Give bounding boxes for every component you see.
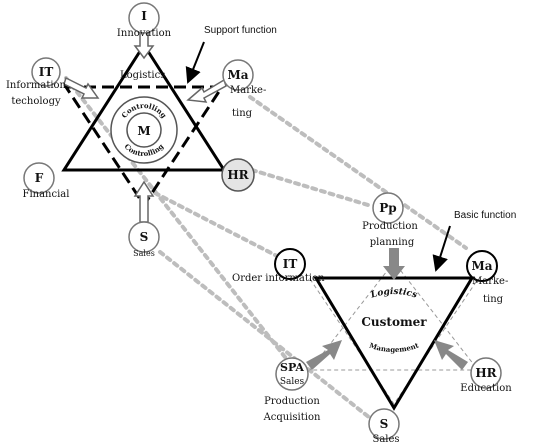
node-financial-code: F — [35, 171, 44, 185]
node-it-left-circle — [31, 57, 61, 87]
arrow-from-spa — [306, 340, 342, 370]
node-marketing-left-label2: ting — [232, 108, 253, 119]
node-production-planning: Pp Production planning — [362, 192, 418, 248]
connector-marketing-to-marketing — [248, 95, 468, 250]
node-marketing-right-label2: ting — [483, 294, 504, 305]
node-sales-left: S Sales — [128, 221, 160, 258]
node-sales-right: S Sales — [368, 408, 400, 445]
right-triangle-group: Logistics Customer Management Pp Product… — [232, 192, 512, 445]
right-solid-triangle — [308, 261, 480, 371]
left-center-code: M — [137, 124, 150, 138]
arrow-from-marketing — [186, 78, 227, 103]
node-pp-label1: Production — [362, 221, 418, 232]
node-marketing-right-code: Ma — [471, 259, 492, 273]
left-inner-circle — [126, 112, 162, 148]
node-pp-code: Pp — [379, 201, 396, 215]
node-it-left: IT Information techology — [6, 57, 67, 107]
left-inward-arrows — [63, 29, 227, 223]
node-pp-label2: planning — [370, 237, 415, 248]
connector-it-to-spa — [64, 76, 294, 368]
left-ring-bottom-label: Controlling — [123, 142, 166, 158]
left-triangle-group: M Controlling Controlling Logistics I In… — [6, 2, 266, 258]
connector-sales-to-it — [153, 191, 279, 258]
node-pp-circle — [372, 192, 404, 224]
node-innovation: I Innovation — [117, 2, 172, 39]
node-education-code: HR — [475, 366, 497, 380]
left-logistics-label: Logistics — [120, 70, 165, 81]
node-marketing-left-label1: Marke- — [230, 85, 266, 96]
connector-lines — [64, 76, 468, 420]
right-ring-bottom-label: Management — [368, 340, 420, 354]
node-education-circle — [470, 357, 502, 389]
node-it-left-label2: techology — [11, 96, 61, 107]
right-inward-arrows — [306, 248, 468, 370]
node-financial: F Financial — [23, 162, 70, 200]
node-sales-left-label: Sales — [133, 249, 155, 258]
node-spa-label3: Acquisition — [263, 412, 321, 423]
basic-function-annotation: Basic function — [432, 210, 516, 272]
node-marketing-right-label1: Marke- — [472, 276, 508, 287]
node-spa-label2: Production — [264, 396, 320, 407]
support-function-arrow — [185, 41, 205, 84]
node-marketing-left-code: Ma — [227, 68, 248, 82]
node-spa-label1: Sales — [280, 377, 305, 387]
right-dashed-triangle — [309, 278, 479, 405]
node-financial-label: Financial — [23, 189, 70, 200]
connector-sales-to-sales — [158, 250, 372, 420]
node-marketing-left-circle — [222, 59, 254, 91]
arrow-from-it — [63, 76, 100, 99]
support-function-label: Support function — [204, 25, 277, 36]
arrow-from-sales — [133, 180, 155, 223]
node-hr-left: HR — [221, 158, 255, 192]
node-spa: SPA Sales Production Acquisition — [263, 357, 321, 423]
support-function-annotation: Support function — [185, 25, 277, 84]
node-marketing-right-circle — [466, 250, 498, 282]
arrow-from-education — [434, 340, 468, 370]
node-education-label: Education — [460, 383, 512, 394]
node-order-it-circle — [274, 248, 306, 280]
node-spa-code: SPA — [280, 361, 304, 374]
node-sales-right-code: S — [380, 417, 389, 431]
left-dashed-triangle — [63, 85, 225, 208]
node-hr-left-code: HR — [227, 168, 249, 182]
node-it-left-code: IT — [39, 65, 54, 79]
left-solid-triangle — [61, 42, 227, 172]
node-sales-right-circle — [368, 408, 400, 440]
node-sales-left-circle — [128, 221, 160, 253]
connector-hr-to-pp — [250, 168, 370, 207]
right-center-title: Customer — [361, 315, 427, 329]
node-innovation-circle — [128, 2, 160, 34]
node-order-it-label: Order information — [232, 273, 325, 284]
node-order-information: IT Order information — [232, 248, 325, 284]
node-it-left-label1: Information — [6, 80, 67, 91]
arrow-from-pp — [383, 248, 405, 280]
basic-function-label: Basic function — [454, 210, 516, 221]
node-hr-left-circle — [221, 158, 255, 192]
node-spa-circle — [275, 357, 309, 391]
node-marketing-left: Ma Marke- ting — [222, 59, 266, 119]
node-innovation-code: I — [141, 9, 147, 23]
node-innovation-label: Innovation — [117, 28, 172, 39]
right-ring-top-label: Logistics — [369, 287, 419, 301]
node-sales-right-label: Sales — [372, 434, 399, 445]
node-education: HR Education — [460, 357, 512, 394]
basic-function-arrow — [432, 225, 451, 272]
node-order-it-code: IT — [283, 257, 298, 271]
node-marketing-right: Ma Marke- ting — [466, 250, 508, 305]
node-sales-left-code: S — [140, 230, 149, 244]
node-financial-circle — [23, 162, 55, 194]
